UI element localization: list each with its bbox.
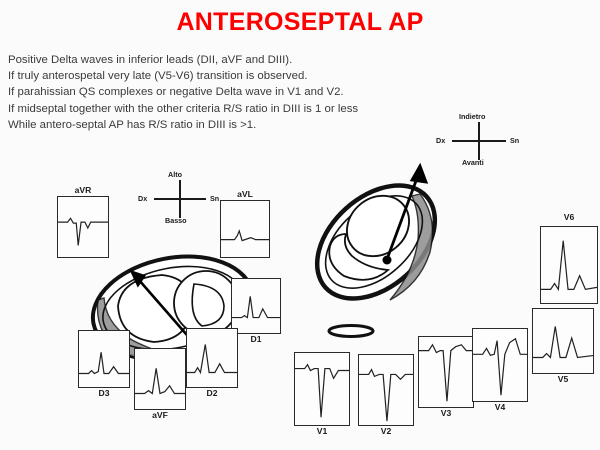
criteria-line-1: Positive Delta waves in inferior leads (… [8, 54, 293, 66]
ecg-box-v4 [472, 328, 528, 402]
ecg-box-d3 [78, 330, 130, 388]
flat-ellipse-marker [326, 322, 376, 345]
compass2-label-top: Indietro [459, 112, 486, 121]
ecg-label-d1: D1 [250, 334, 262, 344]
criteria-line-4: If midseptal together with the other cri… [8, 102, 359, 115]
compass1-label-left: Dx [138, 194, 148, 203]
ecg-box-avl [220, 200, 270, 258]
ecg-label-avr: aVR [74, 185, 92, 195]
criteria-line-3: If parahissian QS complexes or negative … [8, 86, 344, 99]
compass1-label-bottom: Basso [165, 216, 187, 225]
compass2-horizontal-axis [452, 140, 506, 142]
compass2-label-left: Dx [436, 136, 446, 145]
ecg-label-v2: V2 [380, 426, 392, 436]
ecg-label-v5: V5 [557, 374, 569, 384]
compass1-label-right: Sn [210, 194, 220, 203]
ecg-box-d2 [186, 328, 238, 388]
ecg-label-v4: V4 [494, 402, 506, 412]
ecg-label-v3: V3 [440, 408, 452, 418]
ecg-box-v6 [540, 226, 598, 304]
ecg-label-avl: aVL [237, 189, 253, 199]
ecg-box-v1 [294, 352, 350, 426]
criteria-line-2: If truly anterospetal very late (V5-V6) … [8, 70, 308, 83]
compass2-label-right: Sn [510, 136, 520, 145]
ecg-box-v3 [418, 336, 474, 408]
ecg-label-v6: V6 [563, 212, 575, 222]
ecg-box-avf [134, 348, 186, 410]
compass2-label-bottom: Avanti [462, 158, 484, 167]
ecg-box-v5 [532, 308, 594, 374]
ecg-label-avf: aVF [152, 410, 168, 420]
ecg-label-v1: V1 [316, 426, 328, 436]
criteria-text-block: Positive Delta waves in inferior leads (… [8, 52, 438, 133]
horizontal-plane-compass: Indietro Dx Sn Avanti [432, 112, 532, 172]
heart-oblique-section [308, 160, 458, 320]
compass1-label-top: Alto [168, 170, 182, 179]
criteria-line-5: While antero-septal AP has R/S ratio in … [8, 118, 257, 131]
ecg-box-avr [57, 196, 109, 258]
page-title: ANTEROSEPTAL AP [176, 8, 424, 36]
ecg-box-d1 [231, 278, 281, 334]
frontal-plane-compass: Alto Dx Sn Basso [138, 170, 230, 225]
ecg-box-v2 [358, 354, 414, 426]
ecg-label-d3: D3 [98, 388, 110, 398]
compass-horizontal-axis [154, 198, 206, 200]
ecg-label-d2: D2 [206, 388, 218, 398]
